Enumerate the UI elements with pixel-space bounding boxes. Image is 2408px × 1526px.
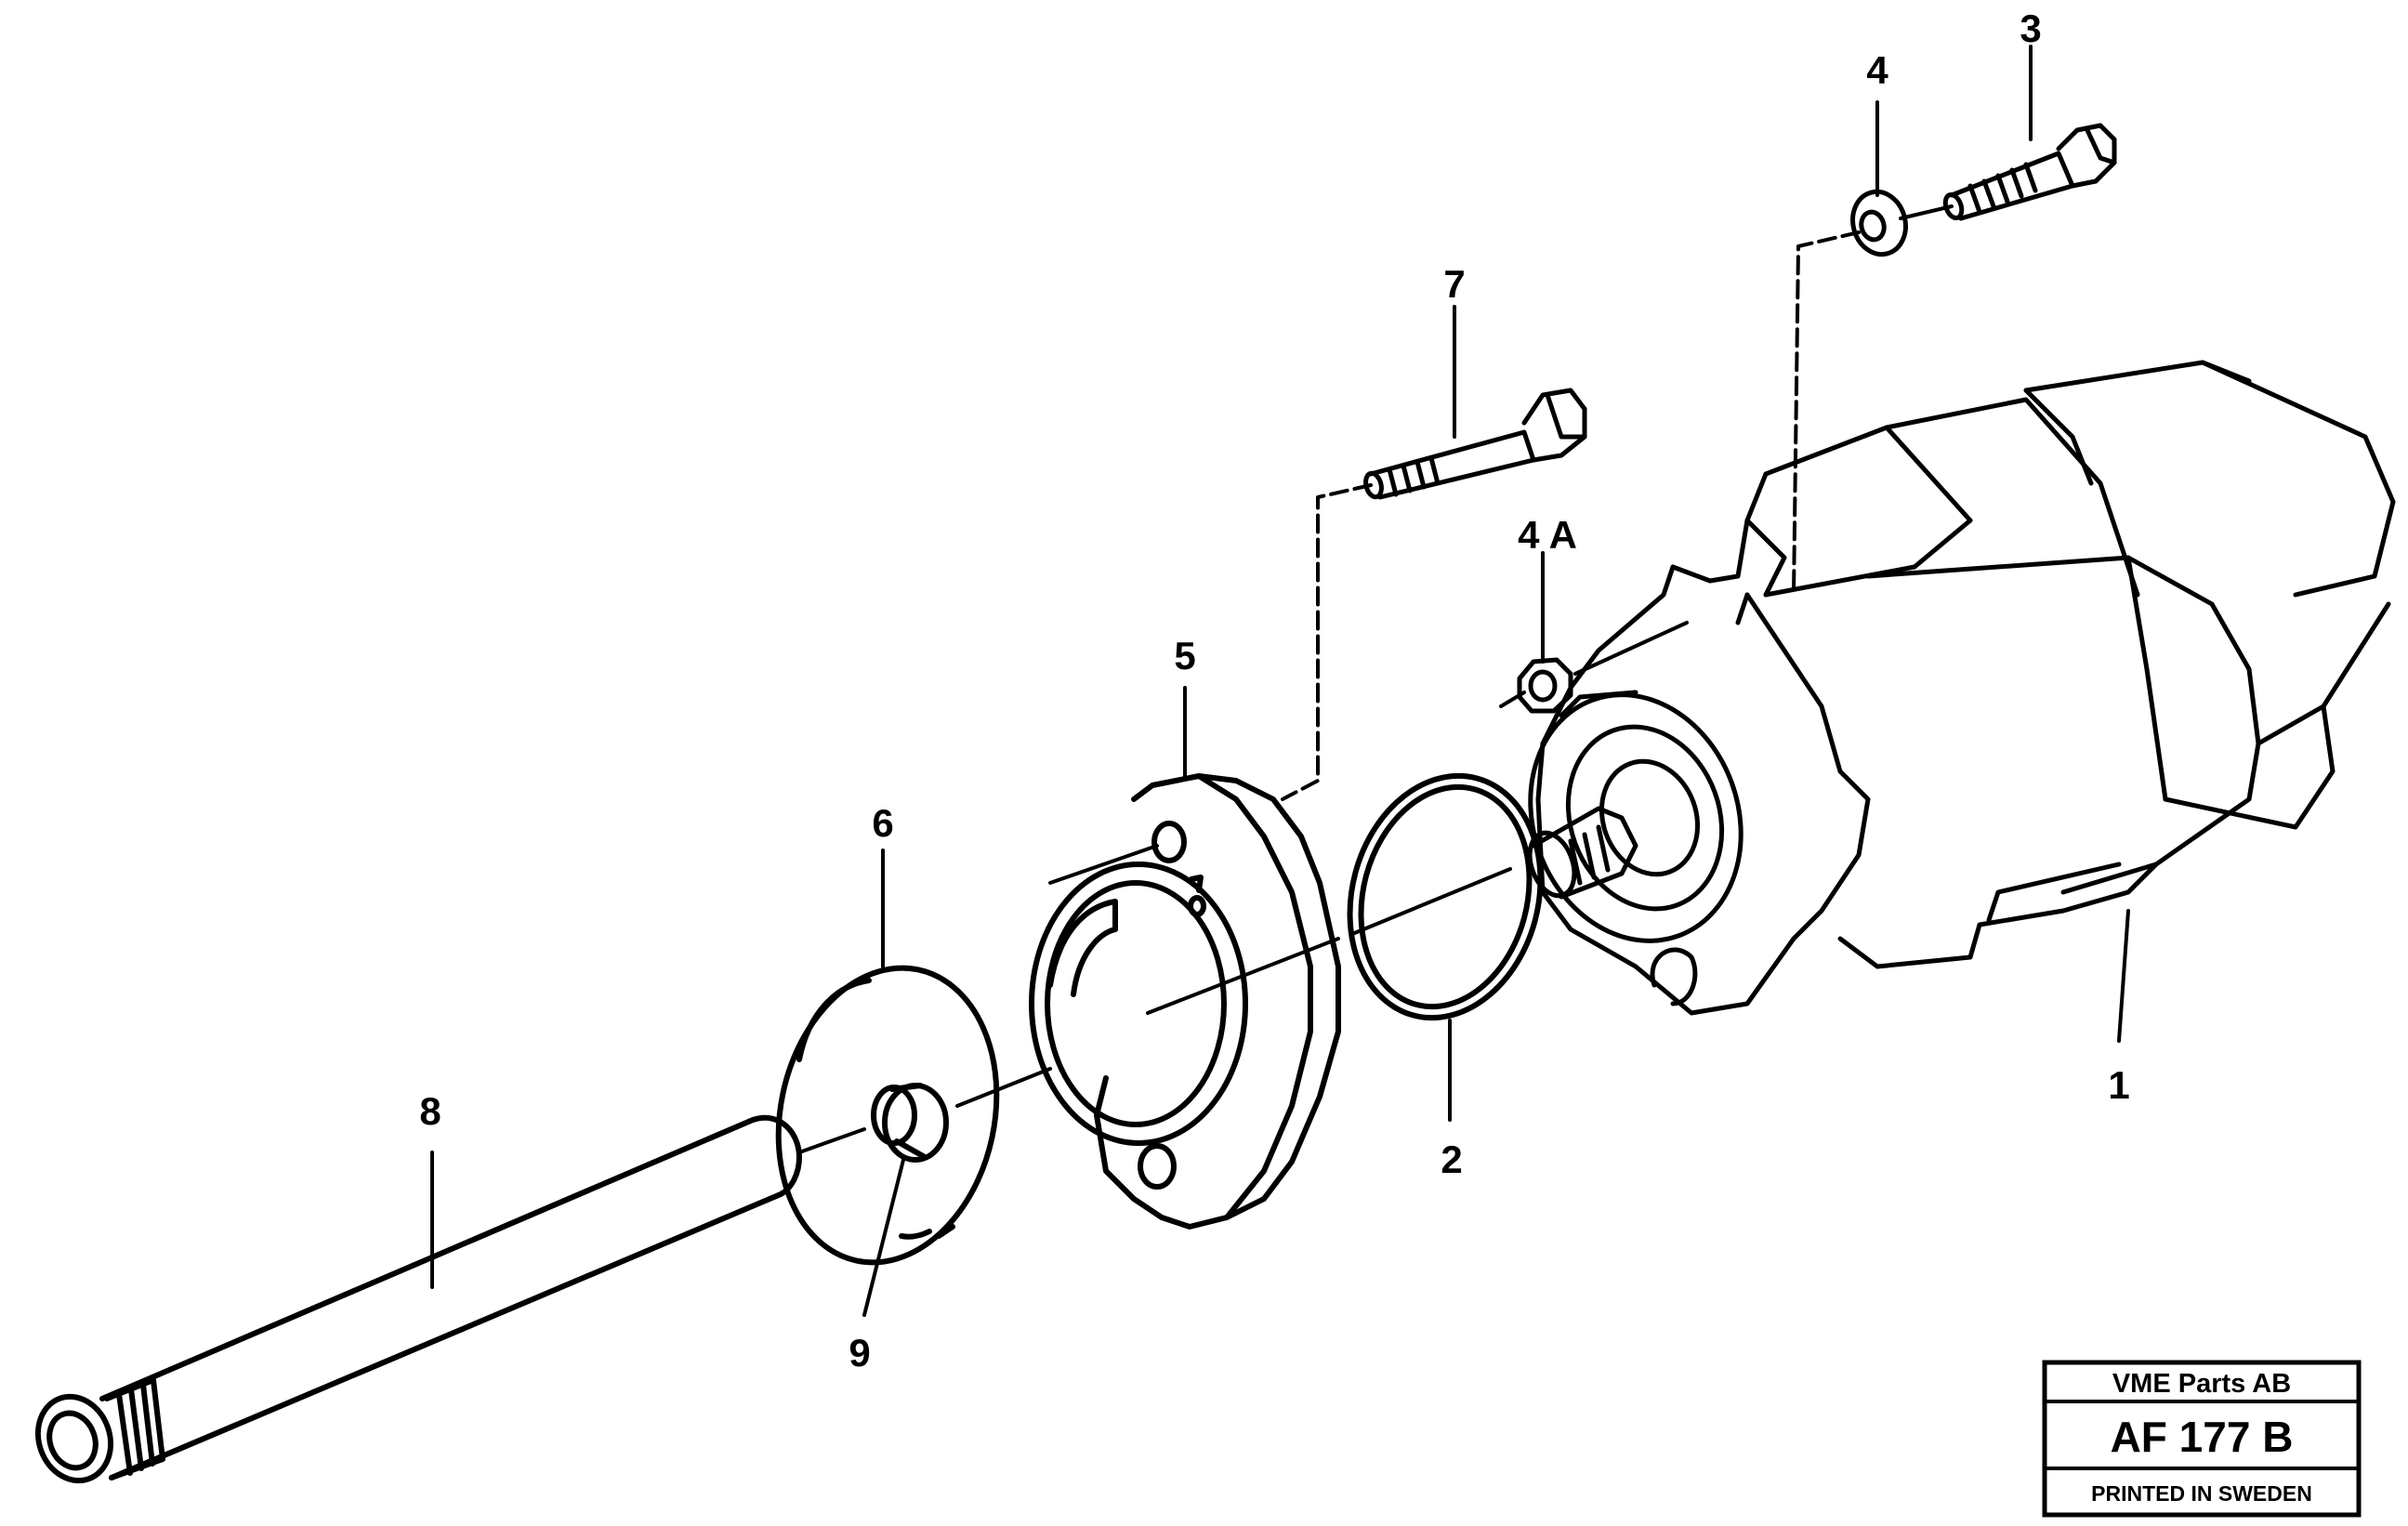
title-block-footer: PRINTED IN SWEDEN [2091,1481,2312,1506]
title-block-code: AF 177 B [2111,1413,2294,1461]
part-4a-nut [1517,657,1573,714]
callout-5: 5 [1174,634,1195,677]
callout-9: 9 [849,1331,870,1375]
part-1-pump-housing [1527,360,2396,1016]
assembly-lines [797,204,1954,1154]
callout-4a: 4 A [1518,513,1577,557]
callout-4: 4 [1866,48,1888,92]
part-3-bolt [1942,123,2117,221]
part-9-bushing [871,1083,949,1163]
part-2-o-ring [1347,772,1544,1021]
callout-3: 3 [2020,7,2041,50]
callout-labels: 3 4 7 4 A 5 6 8 1 2 9 [419,7,2129,1375]
part-4-washer [1850,189,1908,257]
part-5-flange [1029,773,1341,1230]
callout-6: 6 [872,801,893,845]
part-6-snap-ring [775,965,1000,1266]
part-7-bolt [1363,388,1587,500]
title-block-company: VME Parts AB [2112,1369,2291,1399]
callout-8: 8 [419,1089,441,1133]
callout-7: 7 [1443,262,1465,306]
callout-1: 1 [2108,1063,2129,1107]
callout-2: 2 [1441,1138,1462,1181]
leader-lines [430,45,2130,1317]
part-8-shaft [34,1114,802,1484]
title-block: VME Parts AB AF 177 B PRINTED IN SWEDEN [2042,1360,2362,1518]
